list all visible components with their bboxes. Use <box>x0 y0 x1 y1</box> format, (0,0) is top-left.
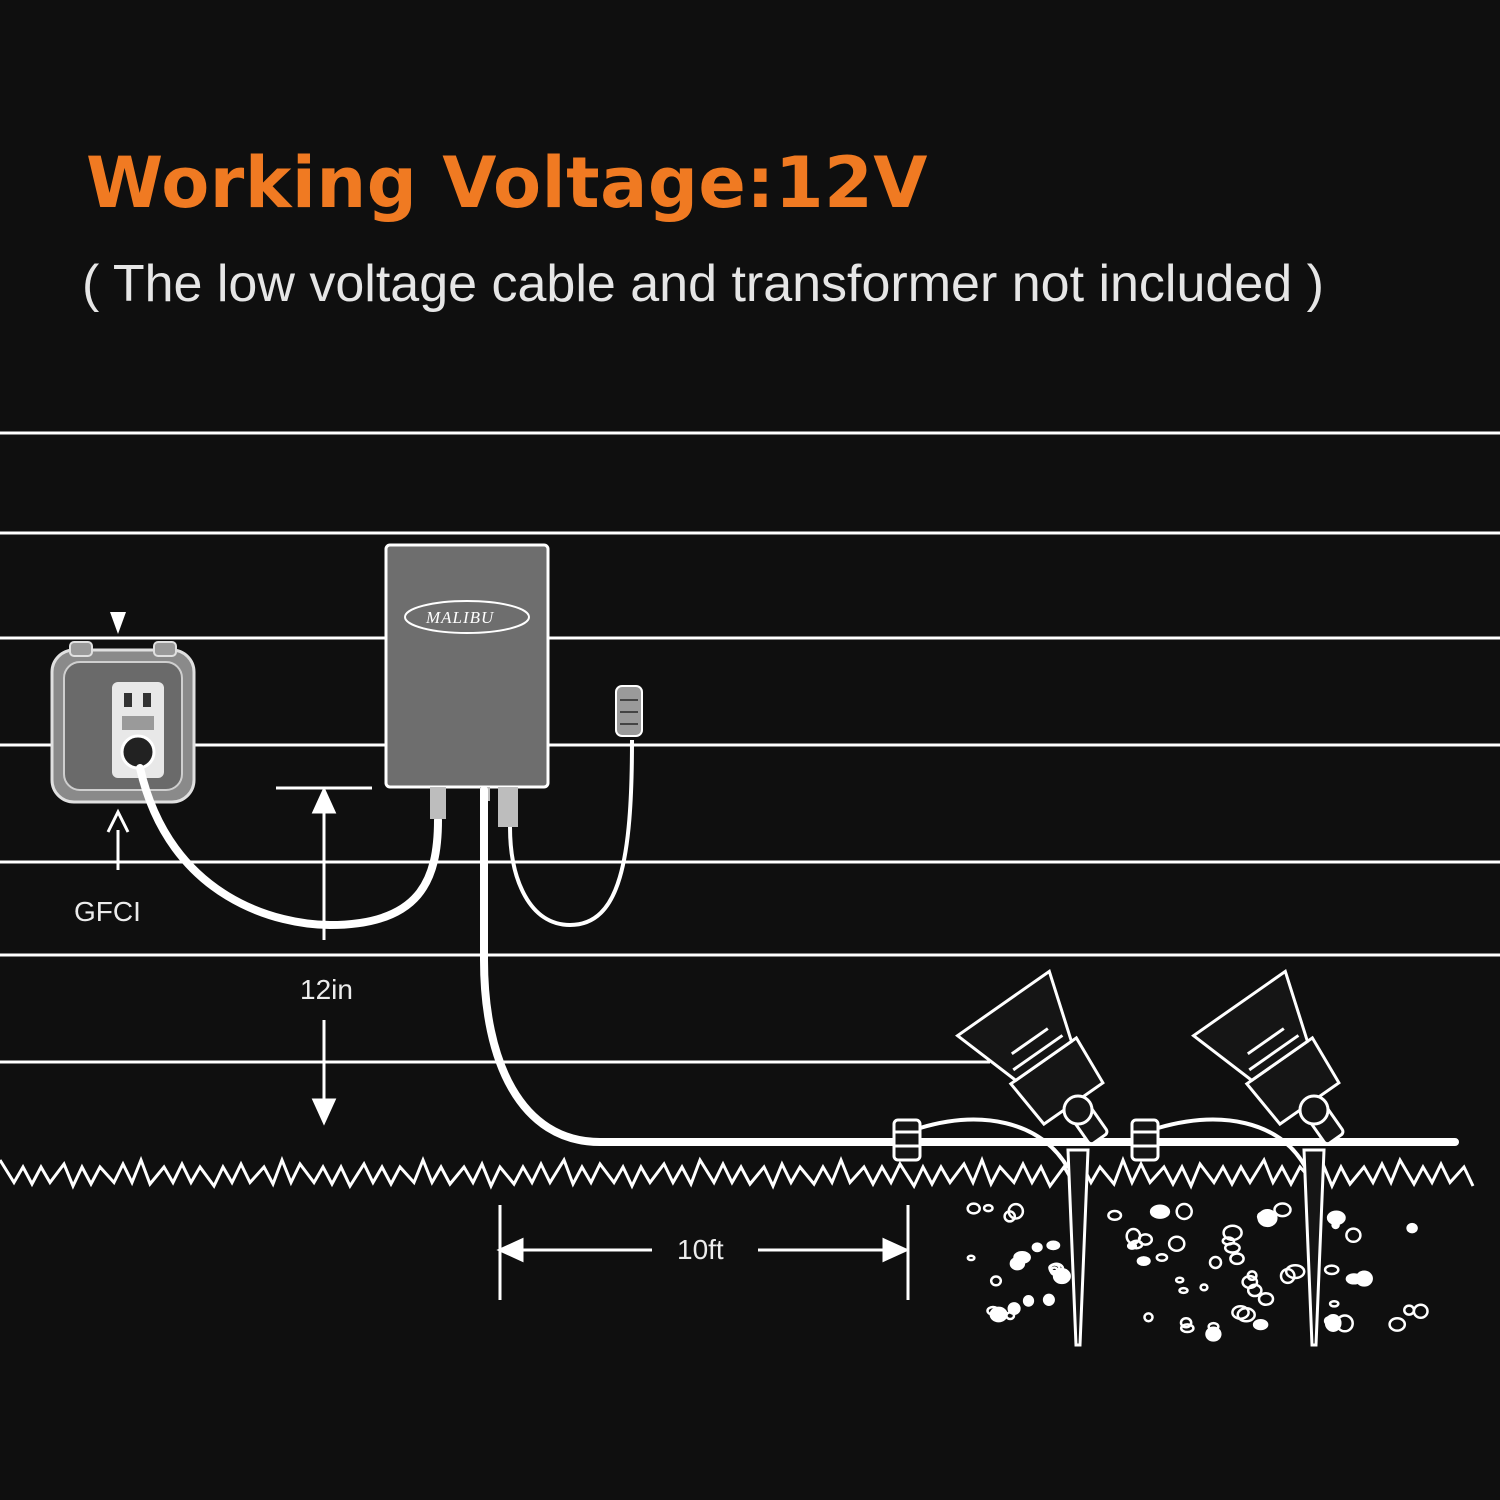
pebble <box>1179 1323 1195 1334</box>
wall-siding-lines <box>0 431 1500 1064</box>
pebble <box>1345 1273 1363 1285</box>
pebble <box>1031 1242 1043 1253</box>
pebble <box>1323 1264 1340 1276</box>
pebble <box>1208 1255 1223 1270</box>
pebble <box>1323 1315 1336 1326</box>
distance-dimension <box>496 1205 910 1300</box>
soil-pebbles <box>966 1202 1429 1342</box>
pebble <box>1222 1224 1243 1242</box>
pebble <box>1279 1267 1296 1285</box>
pebble <box>966 1202 981 1215</box>
pebble <box>1013 1250 1031 1264</box>
pebble <box>1143 1312 1154 1323</box>
pebble <box>1273 1202 1292 1218</box>
pebble <box>1136 1256 1151 1267</box>
pebble <box>1174 1276 1185 1284</box>
pebble <box>1252 1318 1269 1331</box>
pebble <box>1328 1299 1340 1308</box>
pebble <box>1406 1222 1418 1234</box>
pebble <box>1022 1295 1035 1307</box>
pebble <box>1049 1266 1059 1276</box>
transformer-brand-label: MALIBU <box>425 608 495 627</box>
pebble <box>1046 1240 1061 1251</box>
subtitle-note: ( The low voltage cable and transformer … <box>82 255 1324 313</box>
pebble <box>1167 1235 1186 1252</box>
pebble <box>1246 1283 1263 1298</box>
transformer-box: MALIBU <box>384 543 550 827</box>
spotlight-2 <box>1130 968 1345 1347</box>
pebble <box>1257 1209 1278 1228</box>
pebble <box>1007 1202 1025 1220</box>
pebble <box>1179 1316 1193 1329</box>
pebble <box>1231 1305 1250 1320</box>
pebble <box>966 1254 976 1262</box>
pebble <box>1388 1316 1407 1332</box>
pebble <box>1207 1321 1220 1332</box>
pebble <box>1107 1209 1123 1222</box>
pebble <box>1246 1270 1258 1282</box>
gfci-label: GFCI <box>74 896 141 927</box>
gfci-arrow <box>106 808 130 870</box>
pebble <box>1178 1286 1189 1295</box>
pebble <box>1403 1304 1416 1316</box>
spotlight-1 <box>892 968 1109 1347</box>
pebble <box>1412 1303 1429 1320</box>
pebble <box>1149 1204 1171 1219</box>
pebble <box>1175 1202 1193 1221</box>
pebble <box>1048 1263 1061 1273</box>
photocell-sensor <box>508 685 643 928</box>
pebble <box>1125 1227 1142 1245</box>
height-dimension <box>276 786 372 1126</box>
pebble <box>1345 1227 1362 1244</box>
gfci-outlet <box>50 612 196 804</box>
pebble <box>989 1306 1008 1323</box>
ground-line <box>0 1155 1475 1190</box>
pebble <box>1205 1326 1222 1342</box>
pebble <box>1199 1283 1209 1292</box>
pebble <box>1042 1293 1055 1306</box>
distance-label: 10ft <box>677 1234 724 1265</box>
headline-title: Working Voltage:12V <box>86 142 928 224</box>
pebble <box>1331 1220 1340 1230</box>
pebble <box>1155 1252 1169 1263</box>
height-label: 12in <box>300 974 353 1005</box>
low-voltage-cable <box>480 786 1459 1146</box>
pebble <box>1257 1291 1275 1307</box>
pebble <box>982 1203 994 1213</box>
pebble <box>989 1275 1003 1287</box>
pebble <box>1229 1252 1245 1266</box>
pebble <box>1007 1302 1021 1316</box>
